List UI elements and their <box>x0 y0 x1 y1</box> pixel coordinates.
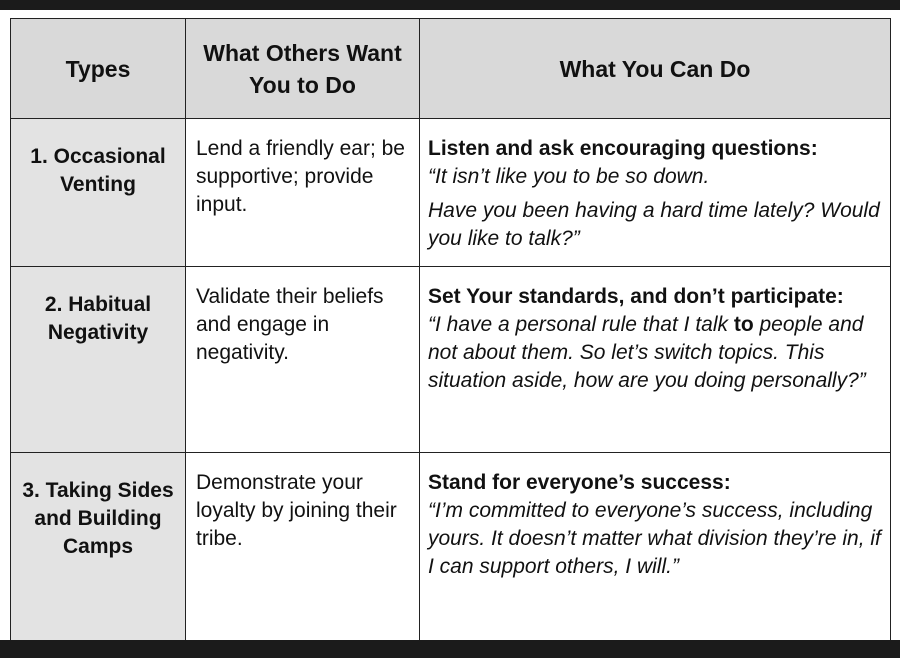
header-what-you-can-do: What You Can Do <box>419 18 891 119</box>
conflict-types-table: Types What Others Want You to Do What Yo… <box>10 18 891 641</box>
table-row: 1. Occasional Venting Lend a friendly ea… <box>10 118 891 267</box>
can-do-quote-continued: Have you been having a hard time lately?… <box>428 199 880 250</box>
can-do-quote: “It isn’t like you to be so down. <box>428 165 710 188</box>
header-row: Types What Others Want You to Do What Yo… <box>10 18 891 119</box>
can-do-cell: Listen and ask encouraging questions: “I… <box>419 118 891 267</box>
others-cell: Demonstrate your loyalty by joining thei… <box>185 452 420 641</box>
type-cell: 1. Occasional Venting <box>10 118 186 267</box>
type-cell: 3. Taking Sides and Building Camps <box>10 452 186 641</box>
header-types: Types <box>10 18 186 119</box>
table-row: 3. Taking Sides and Building Camps Demon… <box>10 452 891 641</box>
others-cell: Validate their beliefs and engage in neg… <box>185 266 420 453</box>
header-what-others-want: What Others Want You to Do <box>185 18 420 119</box>
can-do-heading: Stand for everyone’s success: <box>428 471 731 494</box>
can-do-quote: “I’m committed to everyone’s success, in… <box>428 499 881 578</box>
quote-part: people and not about them. So let’s swit… <box>428 313 866 392</box>
top-border-bar <box>0 0 900 10</box>
table-row: 2. Habitual Negativity Validate their be… <box>10 266 891 453</box>
can-do-quote: “I have a personal rule that I talk to p… <box>428 311 882 395</box>
can-do-heading: Set Your standards, and don’t participat… <box>428 285 844 308</box>
quote-part: “I have a personal rule that I talk <box>428 313 734 336</box>
bottom-border-bar <box>0 640 900 658</box>
others-cell: Lend a friendly ear; be supportive; prov… <box>185 118 420 267</box>
can-do-cell: Stand for everyone’s success: “I’m commi… <box>419 452 891 641</box>
type-cell: 2. Habitual Negativity <box>10 266 186 453</box>
can-do-heading: Listen and ask encouraging questions: <box>428 137 818 160</box>
quote-emphasis: to <box>733 313 754 336</box>
can-do-cell: Set Your standards, and don’t participat… <box>419 266 891 453</box>
